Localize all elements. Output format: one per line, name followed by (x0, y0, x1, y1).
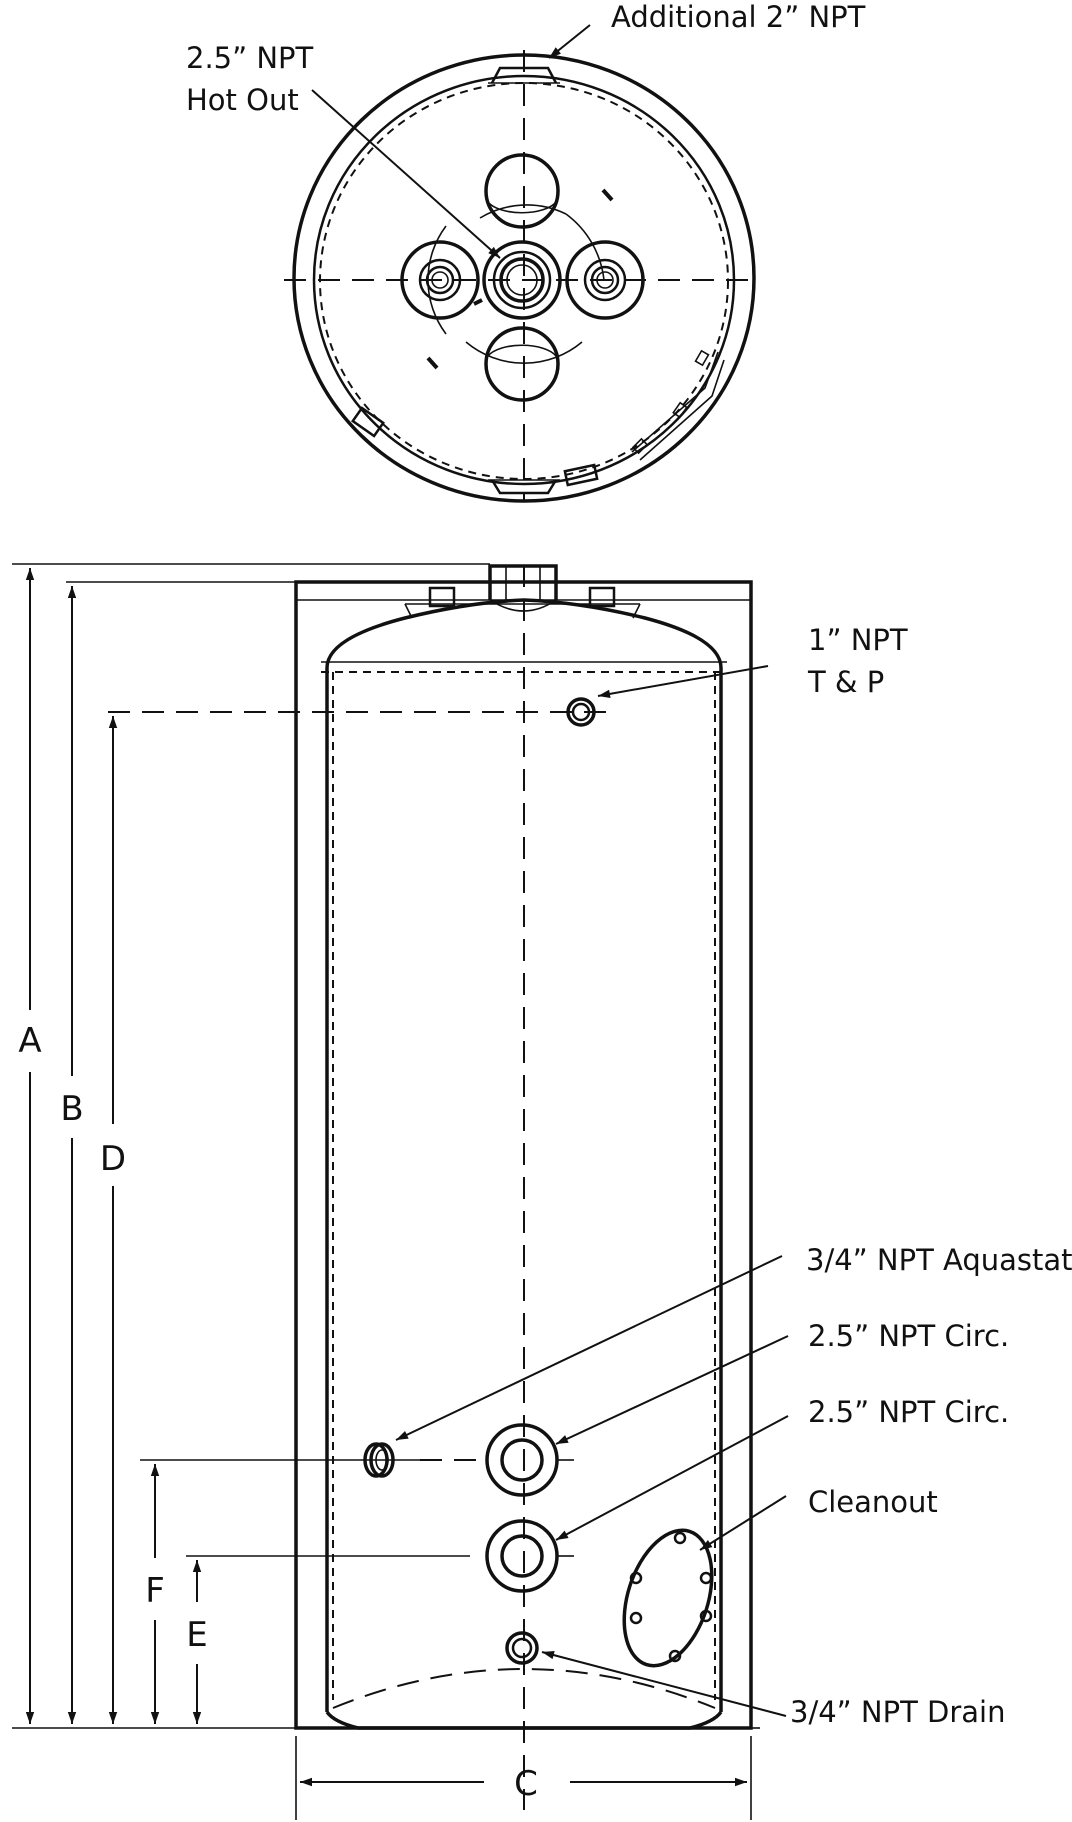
jacket-tab-bottom (563, 463, 599, 487)
top-side-nozzle-left (428, 586, 456, 608)
circ-upper-fitting (485, 1423, 559, 1497)
drain-fitting (505, 1631, 539, 1665)
fitting-arc-bottom (465, 341, 583, 364)
aquastat-leader (395, 1255, 783, 1441)
dim-label-a: A (18, 1021, 41, 1061)
additional-npt-label: Additional 2” NPT (611, 0, 866, 34)
drain-leader (541, 1650, 787, 1717)
jacket-tab-left (351, 406, 385, 438)
lower-top-fitting (484, 326, 560, 402)
dim-label-c: C (514, 1764, 538, 1804)
circ-upper-label: 2.5” NPT Circ. (808, 1319, 1009, 1353)
dim-label-d: D (100, 1139, 126, 1179)
cleanout-leader (699, 1495, 787, 1551)
slot-mark (426, 356, 439, 370)
slot-mark (473, 298, 483, 306)
drain-label: 3/4” NPT Drain (790, 1695, 1006, 1729)
cleanout-plate (622, 1528, 714, 1668)
additional-npt-leader (548, 24, 591, 59)
jacket-bracket-right (631, 351, 725, 461)
circ-upper-leader (555, 1335, 789, 1445)
side-view: A B D F E C 1” NPT T & P 3/4” NPT Aquast… (12, 563, 1072, 1820)
aquastat-label: 3/4” NPT Aquastat (806, 1243, 1072, 1277)
tp-leader (597, 665, 769, 699)
tp-label-line1: 1” NPT (808, 623, 908, 657)
hot-out-label-line1: 2.5” NPT (186, 41, 314, 75)
cleanout-label: Cleanout (808, 1485, 938, 1519)
hot-out-fitting (482, 240, 562, 320)
dim-label-b: B (60, 1089, 83, 1129)
dim-label-e: E (186, 1615, 207, 1655)
top-side-nozzle-right (588, 586, 616, 608)
circ-lower-leader (555, 1415, 789, 1541)
hot-out-leader (311, 89, 501, 259)
hot-out-label-line2: Hot Out (186, 83, 299, 117)
left-top-fitting (400, 240, 480, 320)
circ-lower-label: 2.5” NPT Circ. (808, 1395, 1009, 1429)
dim-label-f: F (145, 1571, 165, 1611)
tank-bottom-dome (332, 1668, 716, 1709)
upper-top-fitting (484, 153, 560, 229)
tp-label-line2: T & P (807, 665, 884, 699)
fitting-arc-top (479, 204, 567, 219)
slot-mark (601, 188, 614, 202)
circ-lower-fitting (485, 1519, 559, 1593)
bottom-fitting (490, 479, 558, 495)
additional-npt-fitting (490, 66, 558, 84)
top-view: Additional 2” NPT 2.5” NPT Hot Out (186, 0, 866, 503)
right-top-fitting (565, 240, 645, 320)
